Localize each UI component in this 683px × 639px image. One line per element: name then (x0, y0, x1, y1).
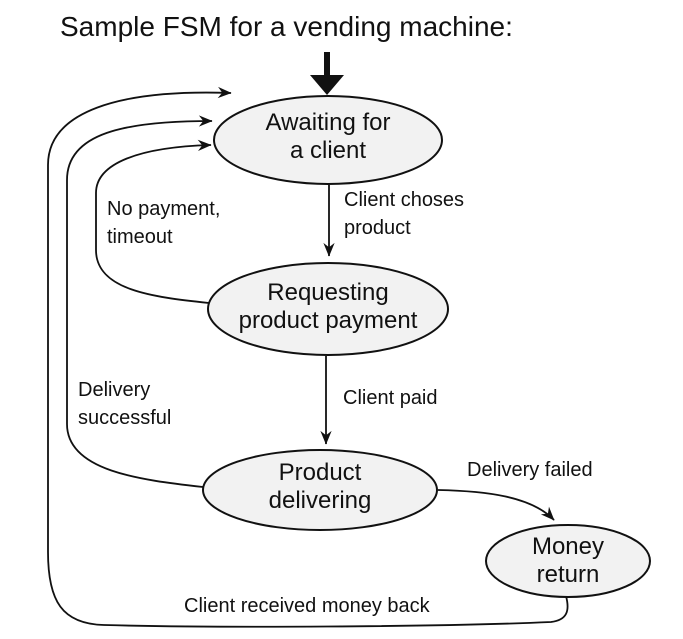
state-label-requesting-line2: product payment (239, 307, 418, 334)
edge-label-line: timeout (107, 226, 173, 248)
edge-label-no-payment-timeout: No payment, timeout (107, 198, 220, 248)
initial-state-arrow (310, 52, 344, 95)
edge-label-delivery-successful: Delivery successful (78, 379, 171, 429)
state-product-delivering: Product delivering (202, 449, 438, 531)
edge-label-line: Client received money back (184, 595, 431, 617)
edge-label-line: Delivery (78, 379, 150, 401)
state-label-delivering-line1: Product (279, 459, 362, 486)
transition-arrow-delivery-successful (66, 115, 213, 488)
initial-arrow-head (310, 75, 344, 95)
edge-label-client-choses-product: Client choses product (344, 189, 464, 239)
state-label-money-return-line1: Money (532, 533, 604, 560)
edge-label-line: Delivery failed (467, 459, 593, 481)
transition-arrow-delivery-failed (437, 489, 555, 521)
state-ellipse-awaiting (213, 95, 443, 185)
edge-label-line: product (344, 217, 411, 239)
state-label-awaiting-line2: a client (290, 137, 366, 164)
state-label-money-return-line2: return (537, 561, 600, 588)
transition-arrow-client-received-money-back (47, 86, 569, 628)
edge-label-line: Client choses (344, 189, 464, 211)
state-ellipse-delivering (202, 449, 438, 531)
state-money-return: Money return (485, 524, 651, 598)
state-label-delivering-line2: delivering (269, 487, 372, 514)
state-awaiting-for-a-client: Awaiting for a client (213, 95, 443, 185)
edge-label-delivery-failed: Delivery failed (467, 459, 593, 481)
transition-arrow-no-payment-timeout (95, 139, 212, 304)
edge-label-line: successful (78, 407, 171, 429)
state-requesting-product-payment: Requesting product payment (207, 262, 449, 356)
state-label-awaiting-line1: Awaiting for (266, 109, 391, 136)
edge-label-client-received-money-back: Client received money back (184, 595, 431, 617)
edge-label-line: Client paid (343, 387, 438, 409)
state-label-requesting-line1: Requesting (267, 279, 388, 306)
diagram-title: Sample FSM for a vending machine: (60, 11, 513, 42)
edge-label-client-paid: Client paid (343, 387, 438, 409)
state-ellipse-requesting (207, 262, 449, 356)
state-ellipse-money-return (485, 524, 651, 598)
edge-label-line: No payment, (107, 198, 220, 220)
